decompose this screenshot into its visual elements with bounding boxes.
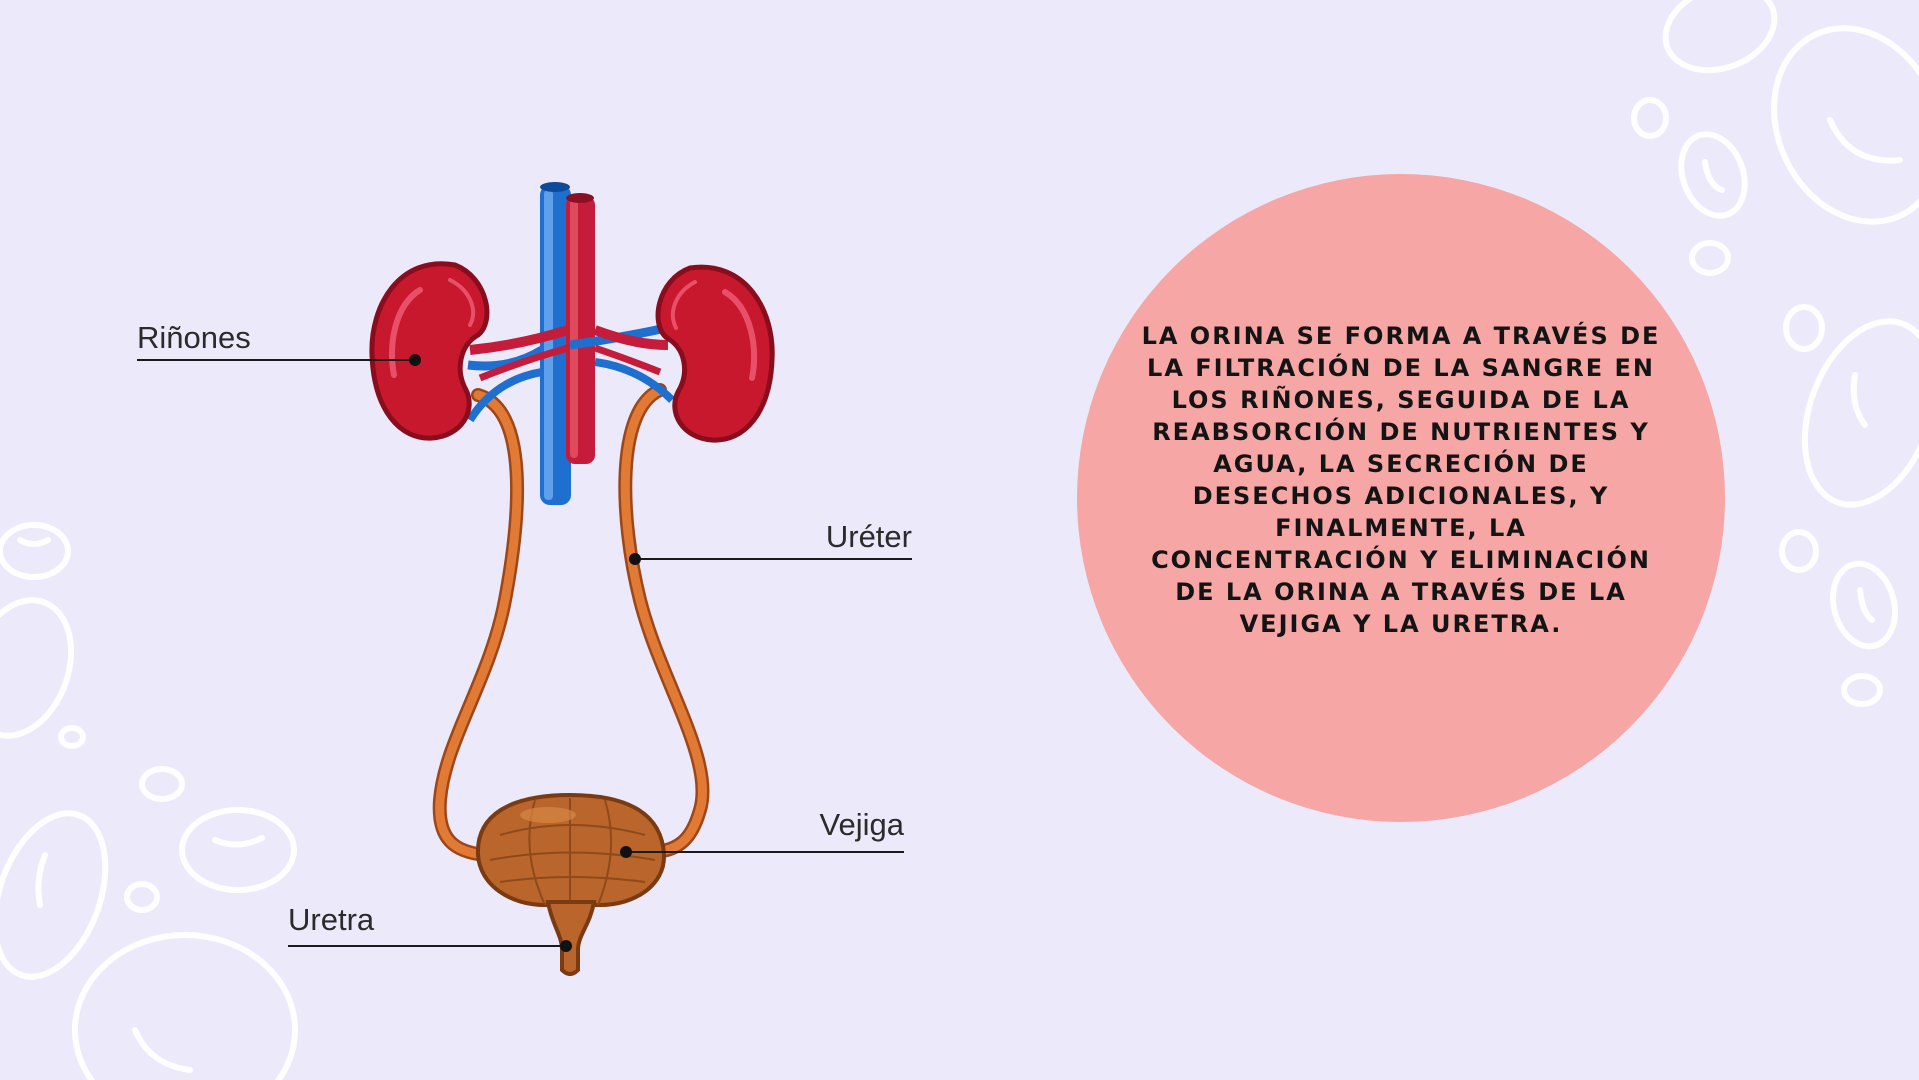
leader-lines xyxy=(137,359,912,947)
urethra xyxy=(545,900,597,976)
blood-vessels xyxy=(466,182,675,505)
left-ureter-fill xyxy=(435,390,522,860)
label-kidneys: Riñones xyxy=(137,320,251,355)
label-urethra: Uretra xyxy=(288,902,375,937)
left-kidney xyxy=(369,261,490,441)
right-ureter xyxy=(618,383,710,859)
right-ureter-fill xyxy=(620,385,708,857)
right-kidney xyxy=(655,264,775,443)
ureters xyxy=(432,383,710,862)
leader-dots xyxy=(409,354,641,952)
bladder xyxy=(475,792,667,907)
label-ureter: Uréter xyxy=(826,519,912,554)
info-text: La orina se forma a través de la filtrac… xyxy=(1141,322,1661,638)
label-bladder: Vejiga xyxy=(820,807,905,842)
info-circle: La orina se forma a través de la filtrac… xyxy=(1077,174,1725,822)
left-ureter xyxy=(432,388,525,862)
